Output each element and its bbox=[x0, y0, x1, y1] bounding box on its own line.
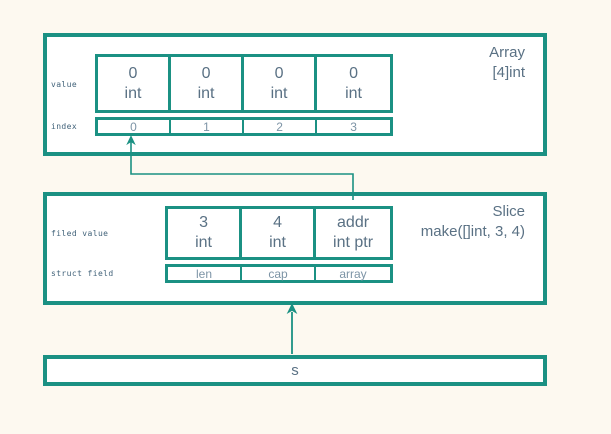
array-value-cell: 0 int bbox=[317, 57, 390, 110]
array-index-cell: 0 bbox=[98, 120, 172, 134]
slice-value-type: int ptr bbox=[333, 234, 374, 251]
array-value-cell: 0 int bbox=[98, 57, 172, 110]
slice-value-cell: addr int ptr bbox=[316, 209, 390, 257]
slice-value-row-label: filed value bbox=[51, 229, 109, 238]
array-index-cell: 2 bbox=[244, 120, 318, 134]
slice-value-text: 4 bbox=[273, 214, 282, 231]
array-value-cell: 0 int bbox=[244, 57, 318, 110]
array-value-row-label: value bbox=[51, 80, 78, 89]
variable-pointer-to-slice-arrow bbox=[286, 303, 298, 354]
slice-value-type: int bbox=[195, 234, 212, 251]
slice-value-type: int bbox=[269, 234, 286, 251]
slice-field-cells: len cap array bbox=[165, 264, 393, 283]
array-value-text: 0 bbox=[128, 64, 138, 82]
array-value-text: 0 bbox=[274, 64, 284, 82]
slice-field-cell: array bbox=[339, 266, 367, 281]
slice-title-line1: Slice bbox=[492, 203, 525, 220]
array-value-cells: 0 int 0 int 0 int 0 int bbox=[95, 54, 393, 113]
array-title: Array [4]int bbox=[47, 43, 543, 84]
array-index-cell: 1 bbox=[171, 120, 245, 134]
slice-value-text: addr bbox=[337, 214, 370, 231]
slice-value-cell: 3 int bbox=[168, 209, 243, 257]
slice-field-cell: cap bbox=[242, 267, 317, 281]
slice-value-cell: 4 int bbox=[242, 209, 317, 257]
array-index-cells: 0 1 2 3 bbox=[95, 117, 393, 136]
slice-value-cells: 3 int 4 int addr int ptr bbox=[165, 206, 393, 260]
array-value-text: 0 bbox=[349, 64, 358, 82]
slice-title: Slice make([]int, 3, 4) bbox=[47, 202, 543, 243]
array-value-type: int bbox=[197, 84, 215, 102]
variable-container: s bbox=[43, 355, 547, 386]
array-value-cell: 0 int bbox=[171, 57, 245, 110]
array-value-type: int bbox=[345, 84, 362, 102]
array-index-cell: 3 bbox=[350, 119, 357, 134]
slice-field-row-label: struct field bbox=[51, 269, 114, 278]
array-value-type: int bbox=[124, 84, 142, 102]
array-title-line2: [4]int bbox=[492, 64, 525, 82]
variable-name: s bbox=[291, 362, 299, 379]
slice-title-line2: make([]int, 3, 4) bbox=[420, 223, 525, 241]
array-index-row-label: index bbox=[51, 122, 78, 131]
array-title-line1: Array bbox=[489, 44, 525, 61]
array-value-type: int bbox=[270, 84, 288, 102]
array-value-text: 0 bbox=[201, 64, 211, 82]
slice-field-cell: len bbox=[168, 267, 243, 281]
slice-value-text: 3 bbox=[199, 214, 208, 231]
